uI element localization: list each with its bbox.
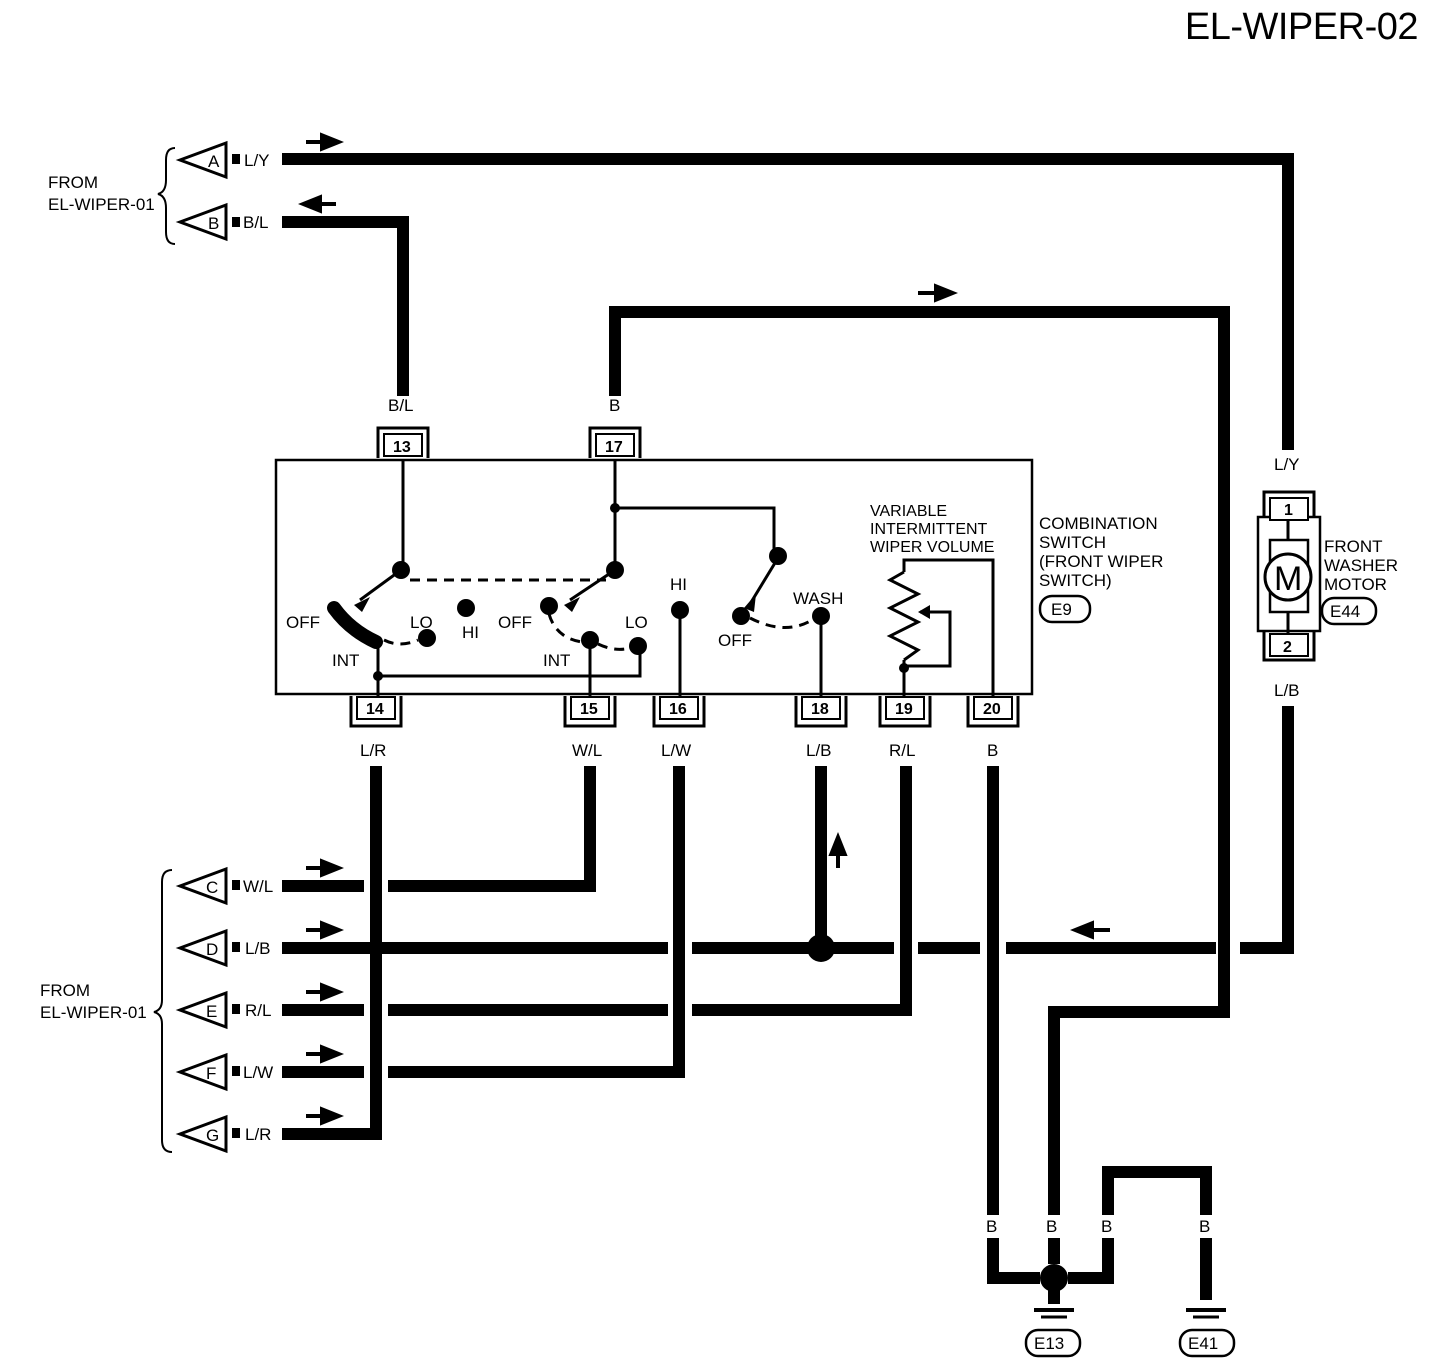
- svg-text:E44: E44: [1330, 602, 1360, 621]
- pin-14: 14 L/R: [349, 696, 403, 760]
- svg-text:13: 13: [393, 439, 411, 456]
- switch-contacts: [327, 503, 909, 681]
- ground-E13-icon: E13: [1024, 1264, 1082, 1358]
- splice-junction: [807, 934, 835, 962]
- svg-text:E: E: [206, 1002, 217, 1021]
- connector-F: F L/W: [175, 1052, 273, 1092]
- svg-text:15: 15: [580, 701, 598, 718]
- pin-19: 19 R/L: [878, 696, 932, 760]
- pos-int-2: INT: [543, 651, 570, 670]
- switch-name-1: COMBINATION: [1039, 514, 1158, 533]
- switch-name-3: (FRONT WIPER: [1039, 552, 1163, 571]
- from-label-bottom-1: FROM: [40, 981, 90, 1000]
- pin-13: B/L 13: [376, 396, 430, 458]
- pos-hi-1: HI: [462, 623, 479, 642]
- svg-text:16: 16: [669, 701, 687, 718]
- pin-18: 18 L/B: [794, 696, 848, 760]
- from-bracket-top: [157, 147, 176, 245]
- switch-name-2: SWITCH: [1039, 533, 1106, 552]
- motor-name-2: WASHER: [1324, 556, 1398, 575]
- ground-wire-label-2: B: [1046, 1217, 1057, 1236]
- connector-A: A L/Y: [175, 140, 270, 180]
- svg-text:B/L: B/L: [388, 396, 414, 415]
- volume-label-1: VARIABLE: [870, 503, 947, 520]
- from-label-bottom-2: EL-WIPER-01: [40, 1003, 147, 1022]
- pin-16: 16 L/W: [652, 696, 706, 760]
- combination-switch-box: [274, 458, 1034, 696]
- switch-name-4: SWITCH): [1039, 571, 1112, 590]
- svg-text:C: C: [206, 878, 218, 897]
- pin-20: 20 B: [966, 696, 1020, 760]
- pos-int-1: INT: [332, 651, 359, 670]
- pos-off-3: OFF: [718, 631, 752, 650]
- pos-off-1: OFF: [286, 613, 320, 632]
- svg-text:1: 1: [1284, 502, 1293, 519]
- ground-E41-icon: E41: [1178, 1308, 1236, 1358]
- svg-text:L/B: L/B: [806, 741, 832, 760]
- from-label-top-1: FROM: [48, 173, 98, 192]
- front-washer-motor: 1 M 2: [1256, 490, 1322, 662]
- svg-text:18: 18: [811, 701, 829, 718]
- svg-text:W/L: W/L: [572, 741, 602, 760]
- svg-text:E41: E41: [1188, 1334, 1218, 1353]
- ground-wire-label-3: B: [1101, 1217, 1112, 1236]
- svg-text:F: F: [206, 1064, 216, 1083]
- svg-text:G: G: [206, 1126, 219, 1145]
- wire-harness: [282, 153, 1294, 1300]
- connector-E: E R/L: [175, 990, 271, 1030]
- diagram-title: EL-WIPER-02: [1184, 6, 1419, 48]
- svg-text:R/L: R/L: [889, 741, 915, 760]
- pin-15: 15 W/L: [563, 696, 617, 760]
- svg-text:L/B: L/B: [245, 939, 271, 958]
- svg-text:B: B: [208, 214, 219, 233]
- svg-text:R/L: R/L: [245, 1001, 271, 1020]
- svg-text:17: 17: [605, 439, 623, 456]
- volume-label-3: WIPER VOLUME: [870, 539, 994, 556]
- ground-wire-label-4: B: [1199, 1217, 1210, 1236]
- wire-label-BL-B: B/L: [243, 213, 269, 232]
- svg-text:A: A: [208, 152, 220, 171]
- pos-lo-1: LO: [410, 613, 433, 632]
- svg-text:L/R: L/R: [245, 1125, 271, 1144]
- motor-wire-top: L/Y: [1274, 455, 1300, 474]
- switch-dashed-links: [383, 578, 813, 651]
- pos-wash: WASH: [793, 589, 843, 608]
- svg-text:W/L: W/L: [243, 877, 273, 896]
- pos-lo-2: LO: [625, 613, 648, 632]
- connector-C: C W/L: [175, 866, 273, 906]
- motor-icon: [1263, 552, 1313, 602]
- connector-D: D L/B: [175, 928, 271, 968]
- svg-text:E9: E9: [1051, 600, 1072, 619]
- ground-wire-label-1: B: [986, 1217, 997, 1236]
- pin-17: B 17: [588, 396, 642, 458]
- current-arrows: [298, 132, 1110, 1126]
- svg-text:20: 20: [983, 701, 1001, 718]
- svg-text:L/R: L/R: [360, 741, 386, 760]
- svg-text:14: 14: [366, 701, 384, 718]
- motor-wire-bottom: L/B: [1274, 681, 1300, 700]
- motor-connector-id: E44: [1320, 596, 1378, 626]
- svg-text:L/W: L/W: [661, 741, 691, 760]
- svg-text:E13: E13: [1034, 1334, 1064, 1353]
- pos-off-2: OFF: [498, 613, 532, 632]
- from-bracket-bottom: [153, 869, 173, 1153]
- svg-text:19: 19: [895, 701, 913, 718]
- volume-label-2: INTERMITTENT: [870, 521, 988, 538]
- svg-text:B: B: [987, 741, 998, 760]
- svg-text:L/W: L/W: [243, 1063, 273, 1082]
- svg-text:M: M: [1274, 560, 1302, 598]
- volume-resistor-icon: [886, 570, 935, 662]
- motor-name-3: MOTOR: [1324, 575, 1387, 594]
- svg-text:2: 2: [1283, 639, 1292, 656]
- pos-hi-2: HI: [670, 575, 687, 594]
- from-label-top-2: EL-WIPER-01: [48, 195, 155, 214]
- motor-name-1: FRONT: [1324, 537, 1383, 556]
- connector-G: G L/R: [175, 1114, 271, 1154]
- svg-text:B: B: [609, 396, 620, 415]
- svg-text:D: D: [206, 940, 218, 959]
- connector-B: B B/L: [175, 202, 269, 242]
- switch-connector-id: E9: [1038, 594, 1092, 624]
- wire-label-LY-A: L/Y: [244, 151, 270, 170]
